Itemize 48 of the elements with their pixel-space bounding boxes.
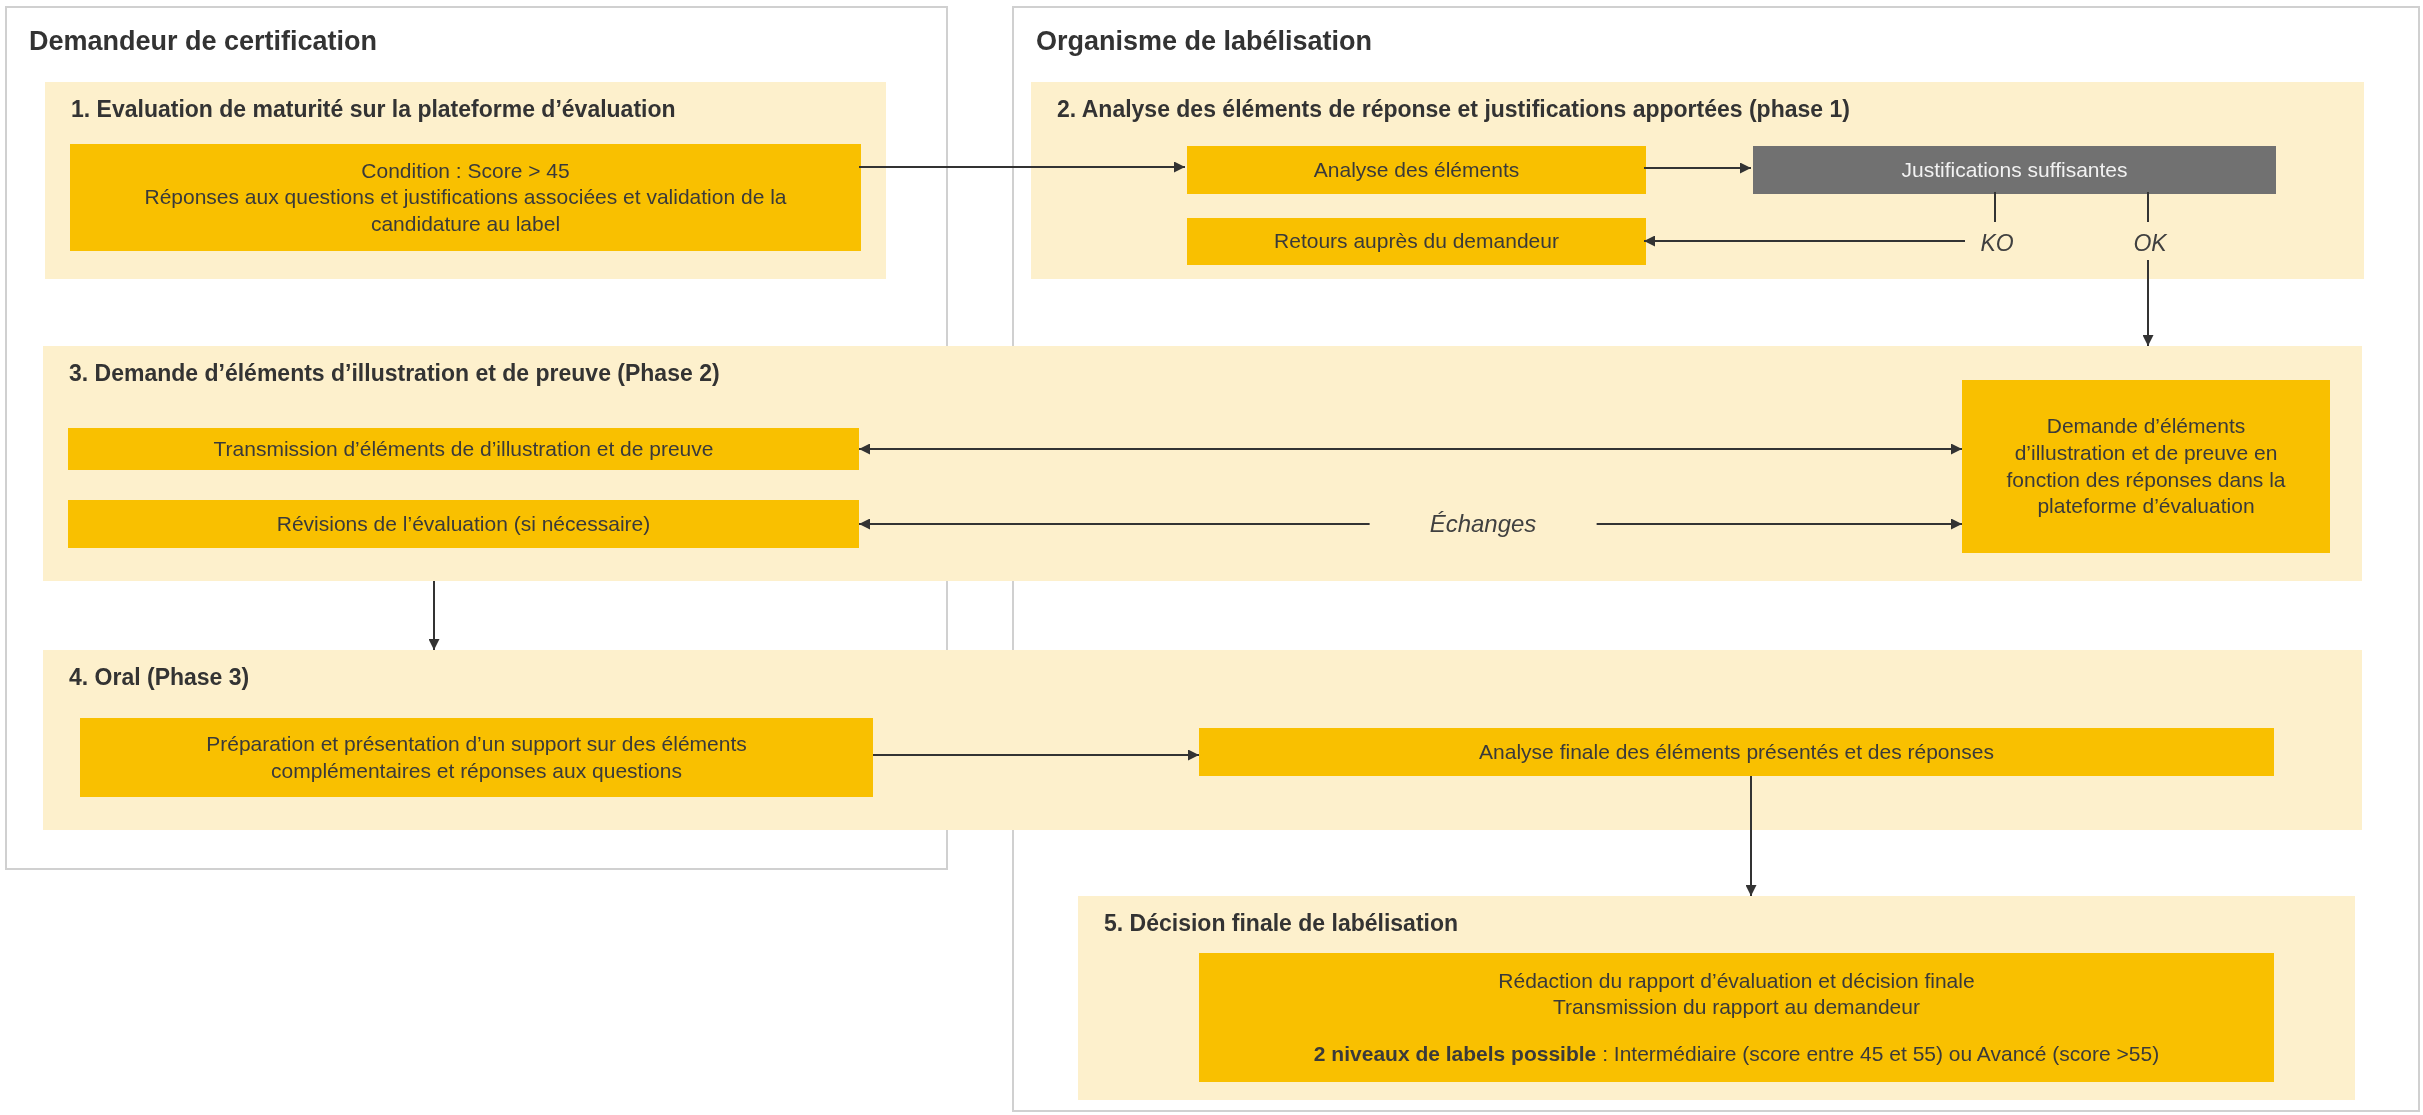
outcome-label: OK — [2120, 224, 2180, 262]
decision-box — [1753, 146, 2276, 194]
phase-heading: 2. Analyse des éléments de réponse et justifications apportées (phase 1) — [1057, 96, 1851, 123]
process-box — [1199, 728, 2274, 776]
box-text: Justifications suffisantes — [1901, 156, 2128, 183]
box-text: Transmission du rapport au demandeur — [1553, 994, 1920, 1021]
arrow — [428, 580, 440, 651]
phase-band — [43, 346, 2362, 581]
arrow — [858, 161, 1186, 173]
process-box — [1187, 146, 1646, 194]
process-box — [70, 144, 861, 251]
phase-band — [1078, 896, 2355, 1100]
phase-band — [1031, 82, 2364, 279]
process-box — [1962, 380, 2330, 553]
outcome-label: KO — [1967, 224, 2027, 262]
arrow — [1745, 775, 1757, 897]
box-text: Analyse finale des éléments présentés et des réponses — [1479, 738, 1994, 765]
phase-band — [43, 650, 2362, 830]
box-text: Transmission d’éléments de d’illustration et de preuve — [213, 435, 714, 462]
process-box — [68, 428, 859, 470]
box-text: Réponses aux questions et justifications associées et validation de la candidature au label — [143, 184, 788, 237]
phase-heading: 1. Evaluation de maturité sur la plateforme d’évaluation — [71, 96, 677, 123]
box-text: Révisions de l’évaluation (si nécessaire) — [276, 510, 651, 537]
phase-heading: 5. Décision finale de labélisation — [1104, 910, 1460, 937]
process-box — [1199, 953, 2274, 1082]
process-box — [80, 718, 873, 797]
arrow — [1643, 162, 1752, 174]
lane-heading: Organisme de labélisation — [1036, 26, 1374, 57]
arrow — [858, 443, 1963, 455]
phase-band — [45, 82, 886, 279]
arrow — [872, 749, 1200, 761]
arrow — [2142, 259, 2154, 347]
edge-label: Échanges — [1369, 508, 1597, 540]
box-text: Demande d’éléments d’illustration et de preuve en fonction des réponses dans la plateforme d’évaluation — [2005, 413, 2287, 520]
process-box — [68, 500, 859, 548]
phase-heading: 3. Demande d’éléments d’illustration et de preuve (Phase 2) — [69, 360, 721, 387]
box-text: Condition : Score > 45 — [361, 157, 570, 184]
box-text: 2 niveaux de labels possible : Intermédiaire (score entre 45 et 55) ou Avancé (score >55) — [1313, 1040, 2160, 1067]
process-box — [1187, 218, 1646, 265]
box-text: Préparation et présentation d’un support sur des éléments complémentaires et réponses aux questions — [205, 730, 748, 784]
box-text: Retours auprès du demandeur — [1274, 228, 1559, 255]
swimlane-panel — [1012, 6, 2420, 340]
box-text: Rédaction du rapport d’évaluation et décision finale — [1498, 967, 1975, 994]
box-text: Analyse des éléments — [1313, 156, 1520, 183]
phase-heading: 4. Oral (Phase 3) — [69, 664, 251, 691]
arrow — [1643, 235, 1966, 247]
swimlane-panel — [5, 6, 948, 340]
lane-heading: Demandeur de certification — [29, 26, 379, 57]
